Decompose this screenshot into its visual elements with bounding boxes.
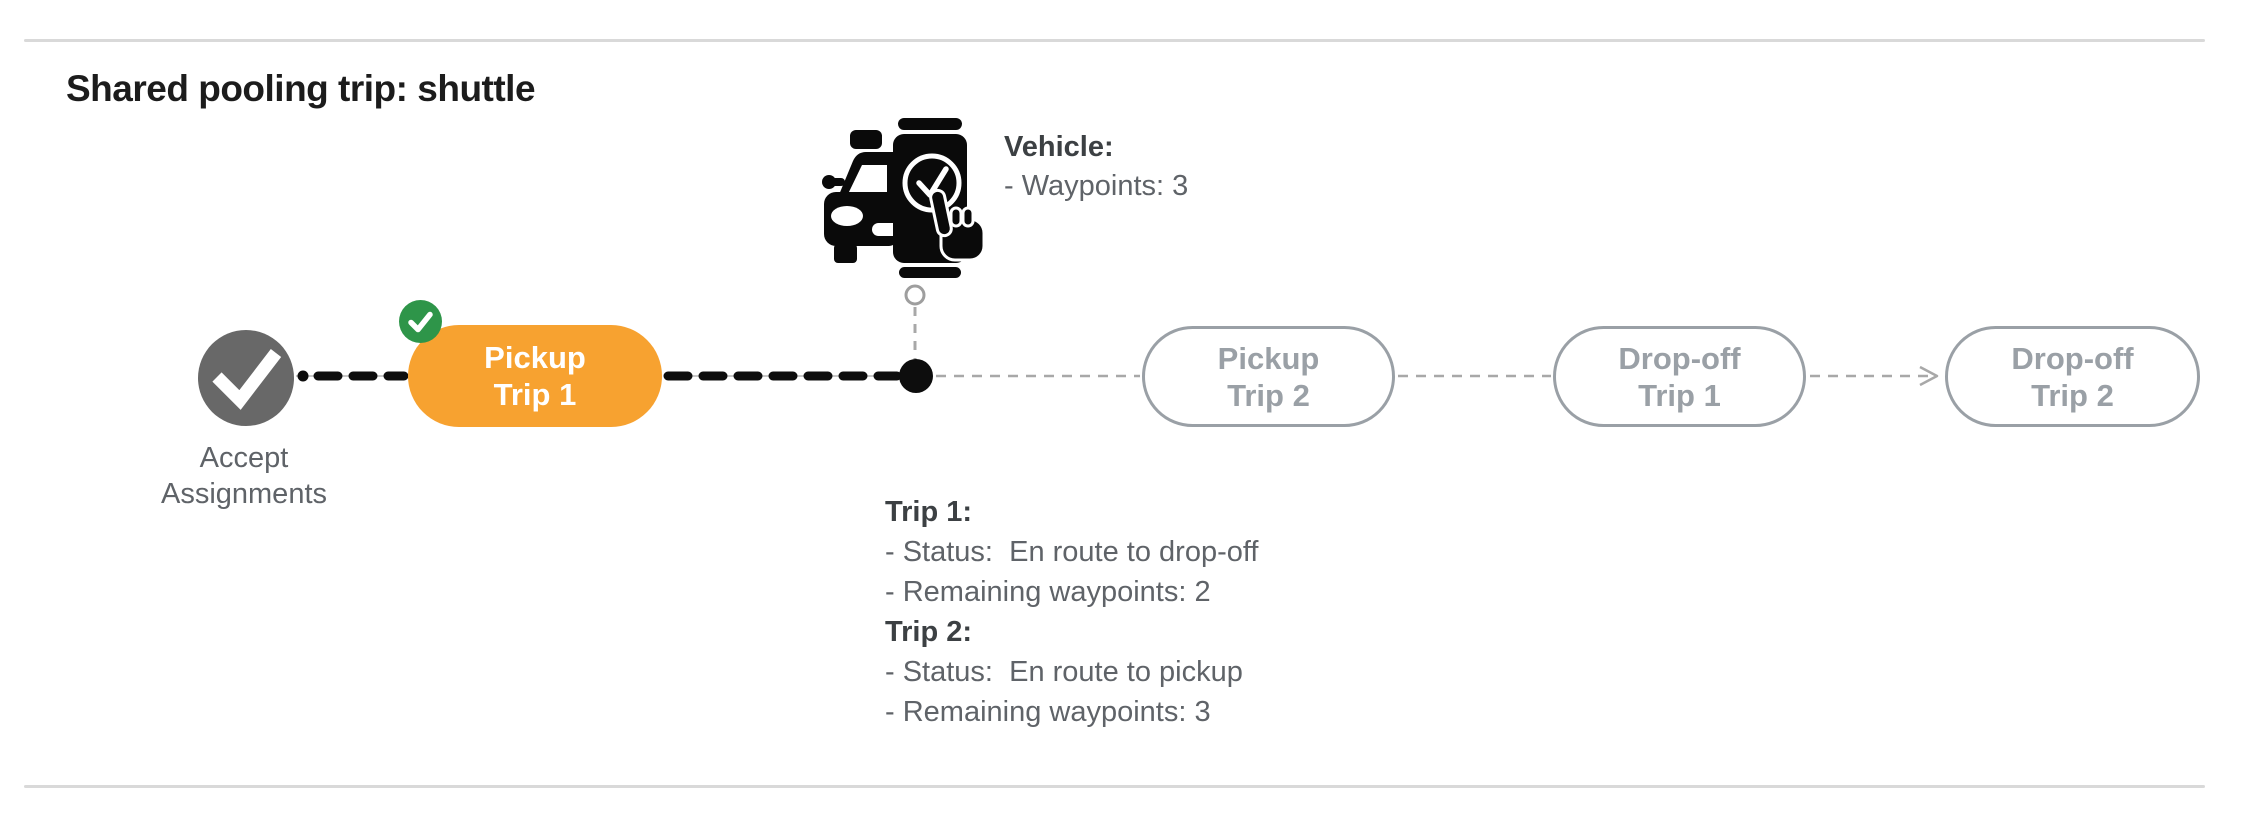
waypoint-pill-pickup-trip1: Pickup Trip 1 [408, 325, 662, 427]
trip1-status: - Status: En route to drop-off [885, 536, 1259, 568]
pill-line2: Trip 2 [1227, 377, 1310, 413]
vehicle-position-dot [899, 359, 933, 393]
accept-assignments-label: Accept Assignments [160, 442, 327, 510]
pill-line1: Drop-off [1618, 340, 1741, 376]
waypoint-pill-dropoff-trip1: Drop-off Trip 1 [1553, 326, 1806, 427]
accept-assignments-node [198, 330, 294, 426]
pill-line2: Trip 1 [1638, 377, 1721, 413]
route-start-dot [297, 370, 309, 382]
top-divider [24, 39, 2205, 42]
car-phone-check-icon [822, 118, 986, 278]
vehicle-info-label: Vehicle: [1004, 131, 1114, 163]
trip1-remaining: - Remaining waypoints: 2 [885, 576, 1211, 608]
trip2-label: Trip 2: [885, 616, 973, 648]
pill-line2: Trip 1 [493, 377, 577, 412]
bottom-divider [24, 785, 2205, 788]
pill-line1: Pickup [1217, 340, 1320, 376]
waypoint-pill-dropoff-trip2: Drop-off Trip 2 [1945, 326, 2200, 427]
vehicle-info-waypoints: - Waypoints: 3 [1004, 170, 1189, 202]
page-title: Shared pooling trip: shuttle [66, 68, 536, 109]
trip2-status: - Status: En route to pickup [885, 656, 1243, 688]
trip2-remaining: - Remaining waypoints: 3 [885, 696, 1211, 728]
trip-status-block: Trip 1: - Status: En route to drop-off -… [885, 492, 1258, 732]
pill-line1: Pickup [484, 340, 586, 375]
trip1-label: Trip 1: [885, 496, 973, 528]
check-icon [408, 311, 433, 333]
pill-line2: Trip 2 [2031, 377, 2114, 413]
pill-line1: Drop-off [2011, 340, 2134, 376]
arrow-right-icon [1919, 365, 1939, 387]
completed-check-badge [399, 300, 442, 343]
waypoint-pill-pickup-trip2: Pickup Trip 2 [1142, 326, 1395, 427]
vehicle-anchor-circle [904, 284, 926, 306]
vehicle-info: Vehicle: - Waypoints: 3 [1004, 128, 1188, 206]
check-icon [212, 349, 282, 410]
